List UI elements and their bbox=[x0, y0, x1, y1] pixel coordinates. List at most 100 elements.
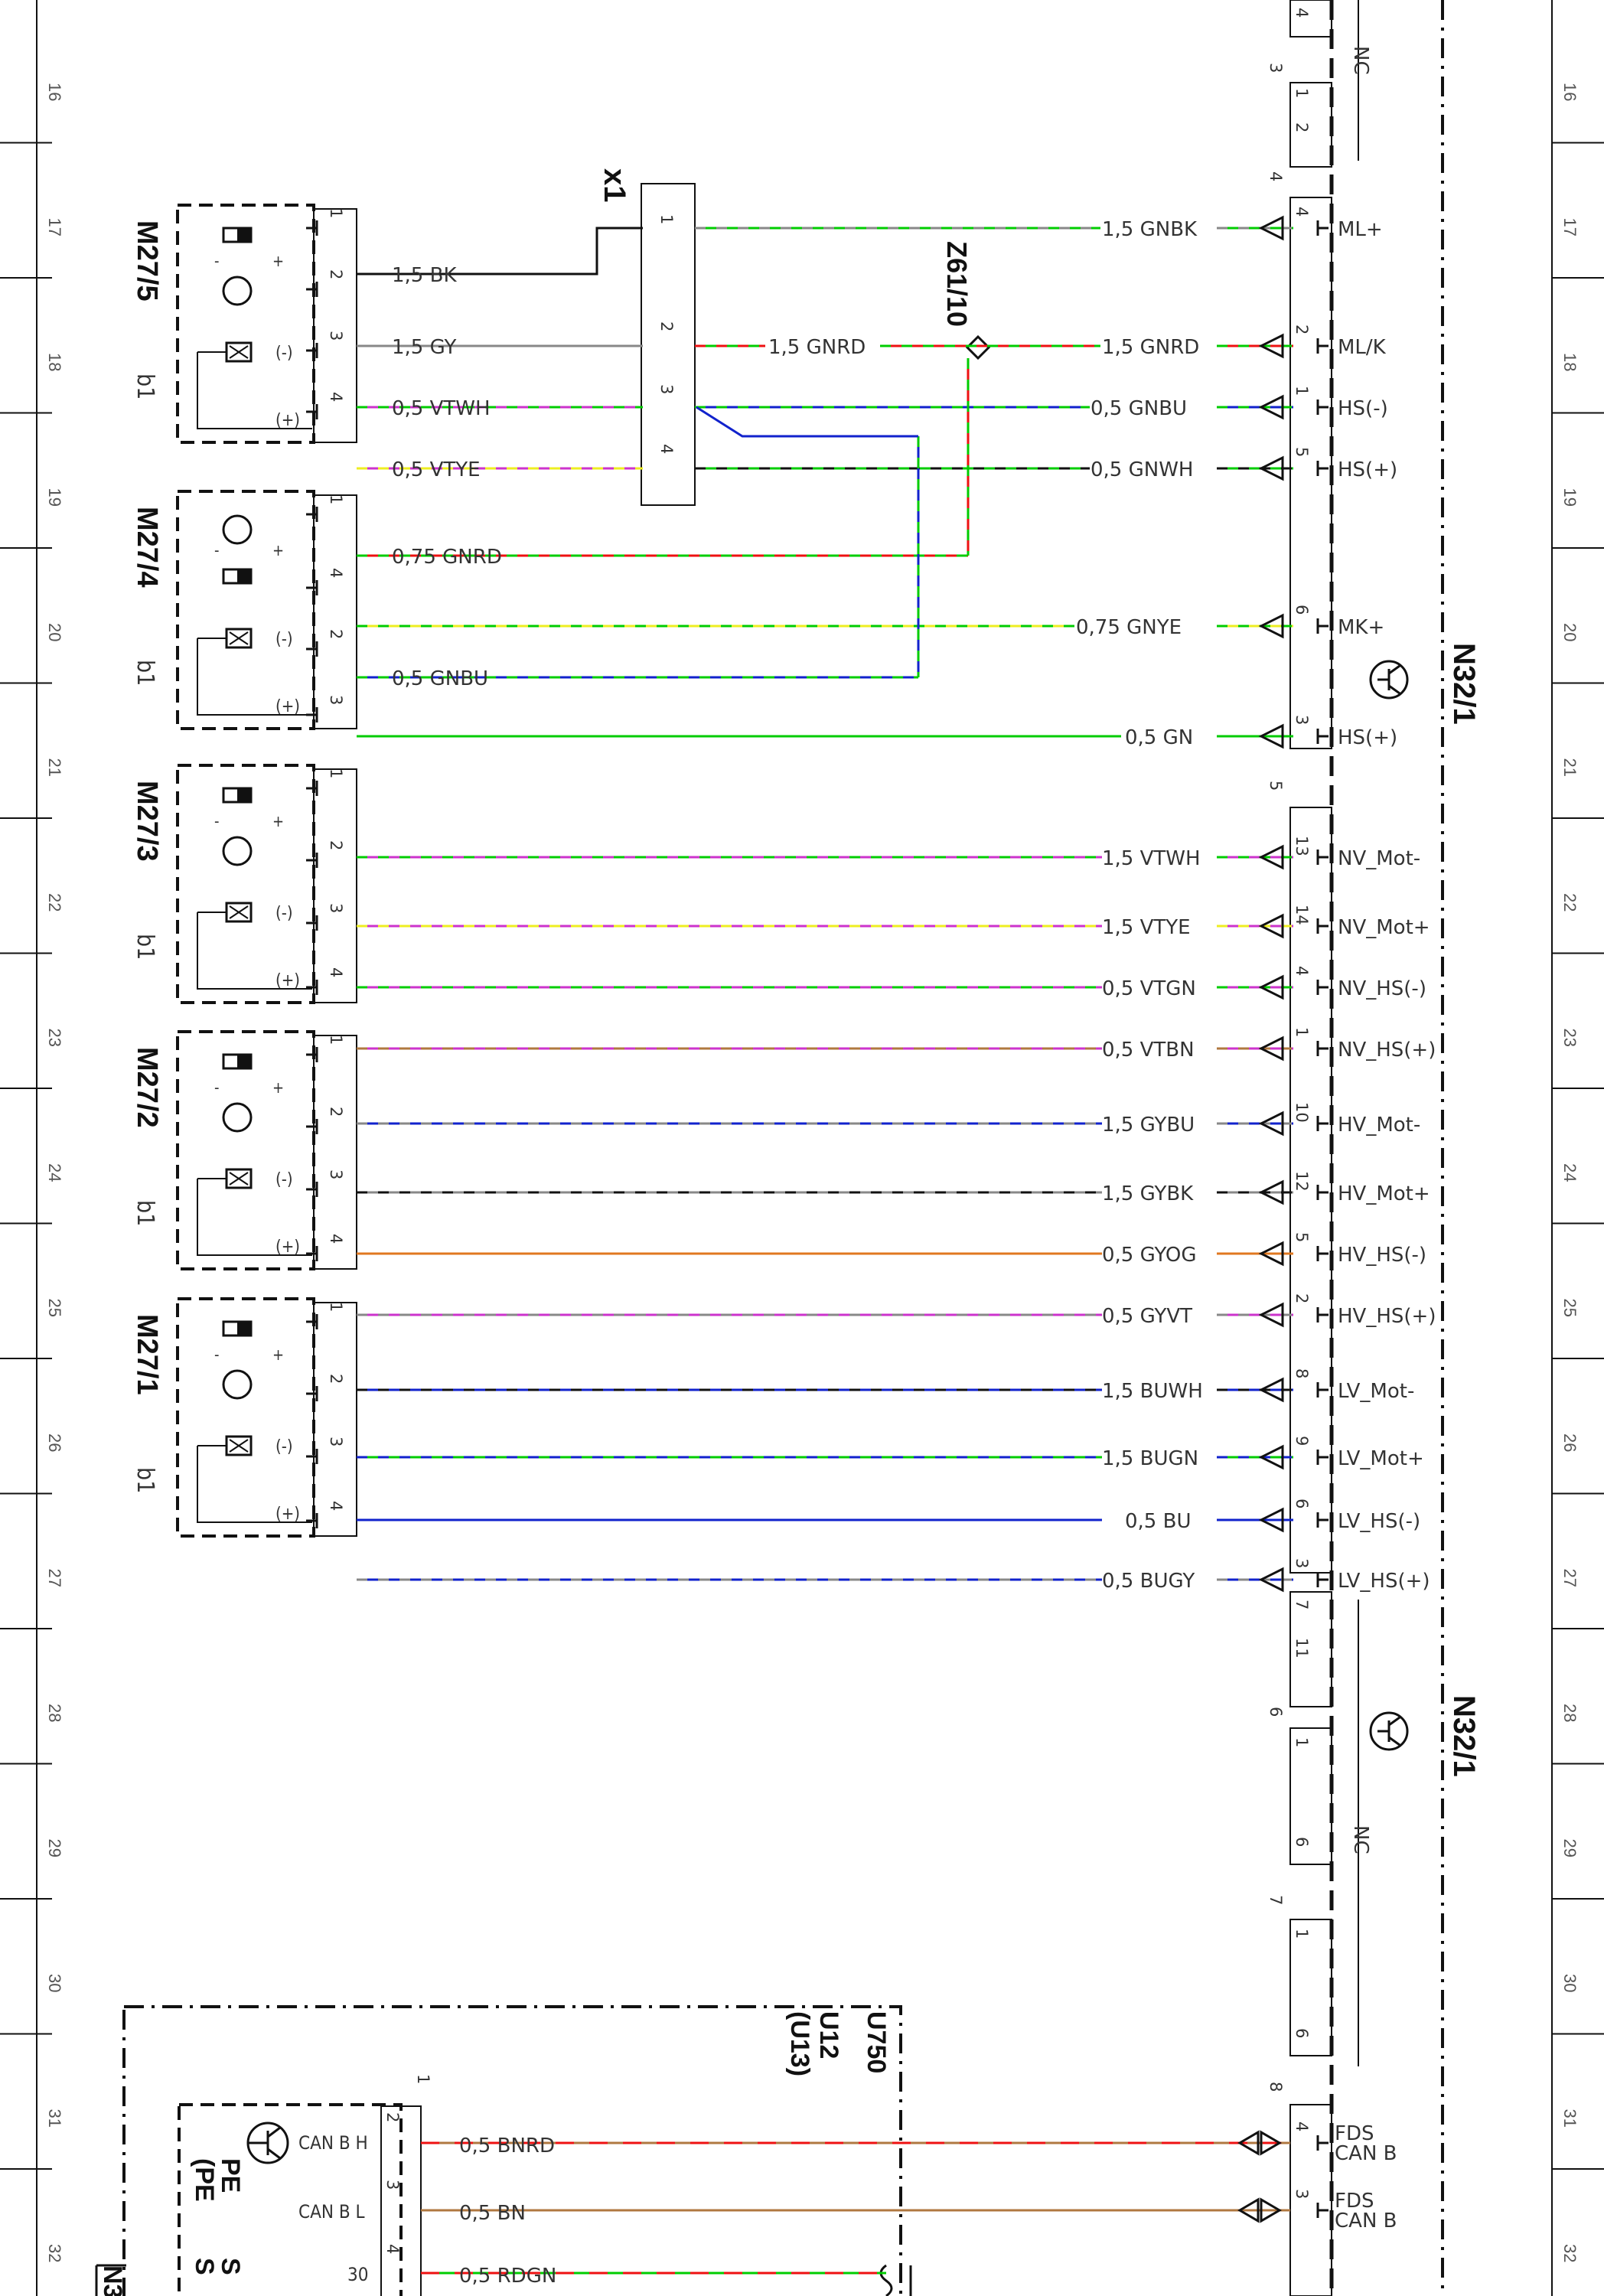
motor-label: M27/5 bbox=[131, 220, 163, 302]
ecu-pin: 6 bbox=[1293, 1499, 1311, 1508]
ecu-arrow bbox=[1258, 1444, 1284, 1470]
splice-z61-10: Z61/10 bbox=[941, 241, 991, 360]
row-number: 21 bbox=[1560, 758, 1580, 777]
motor-b1: b1 bbox=[132, 660, 158, 686]
ecu-pin-terminal bbox=[1316, 461, 1329, 476]
ecu-pin-terminal bbox=[1316, 918, 1329, 934]
ecu-pin-terminal bbox=[1316, 1185, 1329, 1200]
motor-minus-sign: - bbox=[214, 1345, 220, 1364]
row-number: 27 bbox=[1560, 1569, 1580, 1587]
row-number: 23 bbox=[1560, 1029, 1580, 1047]
ecu-signal-name: HS(+) bbox=[1338, 458, 1397, 481]
motor-plus-sign: + bbox=[272, 1078, 284, 1097]
ecu-pin-terminal bbox=[1316, 850, 1329, 865]
ecu-arrow bbox=[1258, 1567, 1284, 1593]
ecu-pin-terminal bbox=[1316, 1512, 1329, 1528]
ecu-pin-terminal bbox=[1316, 1450, 1329, 1465]
ecu-pin: 1 bbox=[1293, 1027, 1311, 1037]
row-number: 17 bbox=[45, 218, 64, 236]
ecu-signal-name: HS(-) bbox=[1338, 397, 1388, 420]
ecu-signal-name: MK+ bbox=[1338, 616, 1384, 639]
can-wire-label: 0,5 BNRD bbox=[459, 2135, 555, 2157]
hall-plus: (+) bbox=[275, 1505, 300, 1524]
motor-label: M27/3 bbox=[131, 781, 163, 862]
motor-b1: b1 bbox=[132, 1200, 158, 1226]
ecu-signal-name: NV_HS(-) bbox=[1338, 977, 1426, 1000]
wire-label-right: 0,5 GN bbox=[1125, 726, 1193, 749]
hall-plus: (+) bbox=[275, 1238, 300, 1257]
row-number: 29 bbox=[1560, 1839, 1580, 1857]
ecu-pin-terminal bbox=[1316, 1116, 1329, 1131]
ecu-pin: 2 bbox=[1293, 325, 1311, 334]
motor-pin: 1 bbox=[327, 768, 345, 778]
motor-pin: 2 bbox=[327, 840, 345, 850]
motor-label: M27/2 bbox=[131, 1047, 163, 1128]
row-number: 19 bbox=[1560, 488, 1580, 507]
ecu-arrow bbox=[1258, 333, 1284, 359]
row-number: 31 bbox=[45, 2109, 64, 2128]
hall-minus: (-) bbox=[275, 630, 293, 649]
ecu-pin-terminal bbox=[1316, 338, 1329, 354]
hall-minus: (-) bbox=[275, 1170, 293, 1189]
row-number: 30 bbox=[45, 1974, 64, 1992]
can-l-label: CAN B L bbox=[298, 2201, 365, 2223]
ecu-arrow bbox=[1258, 913, 1284, 939]
wire-label-mid: 1,5 GNRD bbox=[768, 336, 866, 359]
svg-text:1: 1 bbox=[1293, 1929, 1311, 1939]
ecu-pin-terminal bbox=[1316, 980, 1329, 995]
can-wire-label: 0,5 RDGN bbox=[459, 2265, 556, 2288]
ecu-arrow bbox=[1258, 723, 1284, 749]
motor-b1: b1 bbox=[132, 934, 158, 960]
row-number: 24 bbox=[1560, 1163, 1580, 1182]
ecu-transistor-icon bbox=[1369, 660, 1409, 1751]
row-number: 16 bbox=[1560, 83, 1580, 101]
svg-text:1: 1 bbox=[414, 2074, 432, 2084]
ecu-arrow bbox=[1258, 974, 1284, 1000]
ecu-arrow bbox=[1258, 1179, 1284, 1205]
motor-pin: 3 bbox=[327, 1437, 345, 1446]
ecu-signal-name: HV_HS(+) bbox=[1338, 1305, 1436, 1328]
row-number: 20 bbox=[45, 623, 64, 641]
svg-text:7: 7 bbox=[1267, 1895, 1285, 1905]
wire-label-left: 0,75 GNRD bbox=[392, 546, 502, 569]
motor-plus-sign: + bbox=[272, 812, 284, 830]
row-number: 31 bbox=[1560, 2109, 1580, 2128]
can-h-label: CAN B H bbox=[298, 2132, 368, 2154]
ecu-pin: 12 bbox=[1293, 1171, 1311, 1192]
wire-label-right: 1,5 GNRD bbox=[1102, 336, 1199, 359]
wire-label-right: 0,5 BUGY bbox=[1102, 1570, 1195, 1593]
ecu-pin: 5 bbox=[1293, 447, 1311, 457]
row-number: 29 bbox=[45, 1839, 64, 1857]
ecu-arrow bbox=[1258, 215, 1284, 241]
ecu-pin: 3 bbox=[1293, 715, 1311, 725]
nc-label-bottom: NC bbox=[1349, 1825, 1372, 1854]
ecu-signal-name: FDS bbox=[1335, 2190, 1374, 2213]
motor-pin: 4 bbox=[327, 1501, 345, 1511]
ecu-arrow bbox=[1258, 1302, 1284, 1328]
wire-label-right: 0,5 GNWH bbox=[1091, 458, 1193, 481]
motor-pin: 1 bbox=[327, 494, 345, 504]
motor-group: M27/5b1(-)(+)-+1234M27/4b1(-)(+)-+1423M2… bbox=[131, 204, 357, 1538]
ecu-signal-name: ML+ bbox=[1338, 218, 1383, 241]
motor-pin: 4 bbox=[327, 568, 345, 578]
ecu-signal-name: LV_Mot- bbox=[1338, 1380, 1414, 1403]
row-number: 20 bbox=[1560, 623, 1580, 641]
pe-label-2: (PE bbox=[190, 2158, 219, 2202]
motor-pin: 2 bbox=[327, 1107, 345, 1117]
ecu-pin-terminal bbox=[1316, 1572, 1329, 1587]
motor-pin: 1 bbox=[327, 208, 345, 218]
ecu-pin: 3 bbox=[1293, 2189, 1311, 2199]
wire-label-right: 1,5 VTYE bbox=[1102, 916, 1191, 939]
pe-tail-2: S bbox=[190, 2258, 219, 2275]
box-label-u13: (U13) bbox=[785, 2011, 814, 2076]
svg-text:4: 4 bbox=[657, 444, 676, 454]
ecu-connector-numbers: 3 4 5 6 7 8 bbox=[1267, 63, 1285, 2092]
ecu-signal-name: ML/K bbox=[1338, 336, 1387, 359]
pin30-label: 30 bbox=[347, 2264, 368, 2285]
svg-text:4: 4 bbox=[1293, 8, 1311, 18]
row-number: 25 bbox=[1560, 1299, 1580, 1317]
ecu-pin-terminal bbox=[1316, 1382, 1329, 1397]
